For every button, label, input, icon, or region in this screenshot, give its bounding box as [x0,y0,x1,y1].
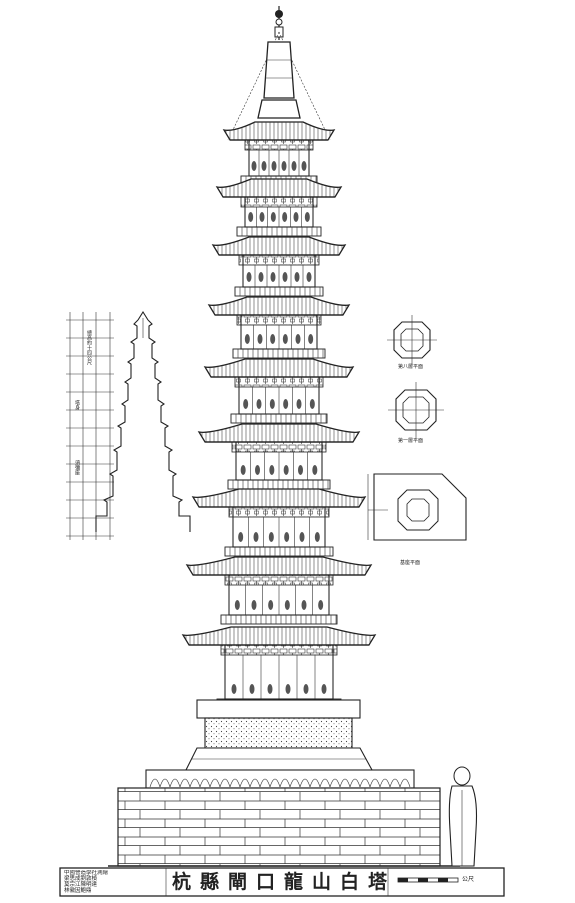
plan-drawings [367,315,467,541]
storey-group [181,121,377,709]
storey [215,178,343,237]
section-label-total: 總高約十四公尺 [86,330,92,365]
title-block [59,867,505,897]
plan-label-base: 基座平面 [400,560,421,566]
storey [203,358,355,424]
human-scale-figure [448,766,478,867]
storey [211,236,347,297]
storey [185,556,373,625]
plan-mid [388,382,444,438]
section-label-lower: 須彌座 [74,460,80,475]
credit-line: 林徽因鮑鼎 [64,888,92,894]
credits-box: 中國營造學社測繪 梁思成劉敦楨 莫宗江陳明達 林徽因鮑鼎 [64,870,164,894]
plan-label-top: 第八層平面 [398,364,424,370]
drawing-title: 杭縣閘口龍山白塔 [172,871,397,893]
storey [191,488,367,557]
credit-line: 梁思成劉敦楨 [64,876,98,882]
credit-line: 莫宗江陳明達 [64,882,98,888]
storey [207,296,351,359]
storey [181,626,377,709]
finial [227,6,331,141]
credit-line: 中國營造學社測繪 [64,870,109,876]
section-label-upper: 塔身 [74,400,80,410]
plan-base [367,473,467,541]
pagoda-base [108,699,460,867]
scale-bar [397,877,459,883]
scale-label: 公尺 [462,876,475,883]
plan-top [387,315,437,365]
plan-label-mid: 第一層平面 [398,438,424,444]
storey [222,121,336,186]
pagoda-elevation [108,6,478,867]
section-drawing [66,310,191,540]
storey [197,423,361,490]
